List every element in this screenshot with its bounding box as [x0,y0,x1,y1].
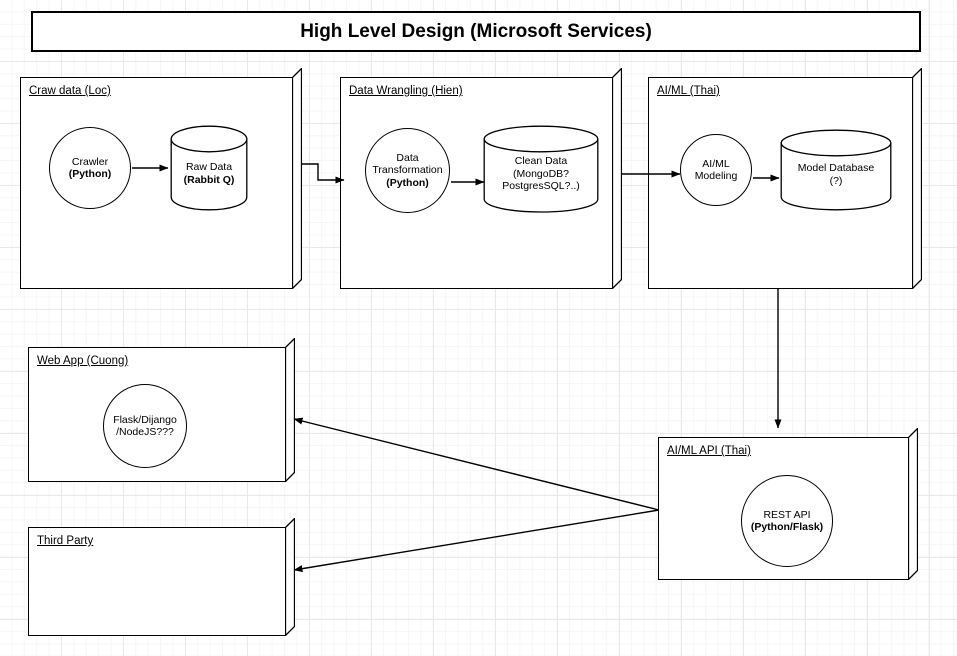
node-rest-api-label: REST API(Python/Flask) [750,508,824,534]
package-craw-data[interactable]: Craw data (Loc) Crawler(Python) Raw Data… [20,68,302,289]
node-web-framework-label: Flask/Dijango/NodeJS??? [113,413,177,439]
connector-ai-ml-api-to-web-app [293,417,660,511]
node-crawler-label: Crawler(Python) [68,155,112,181]
package-3d-side [292,68,302,289]
package-face [28,527,286,636]
package-3d-side [285,338,295,482]
package-web-app[interactable]: Web App (Cuong) Flask/Dijango/NodeJS??? [28,338,295,482]
package-label-data-wrangling: Data Wrangling (Hien) [349,85,463,97]
package-label-web-app: Web App (Cuong) [37,355,129,367]
node-crawler[interactable]: Crawler(Python) [49,127,131,209]
package-ai-ml-api[interactable]: AI/ML API (Thai) REST API(Python/Flask) [658,428,918,580]
node-clean-data-label: Clean Data(MongoDB?PostgresSQL?..) [502,155,580,192]
node-raw-data[interactable]: Raw Data(Rabbit Q) [170,125,248,211]
package-label-craw-data: Craw data (Loc) [29,85,111,97]
node-model-database[interactable]: Model Database(?) [780,129,892,213]
package-3d-side [912,68,922,289]
node-rest-api[interactable]: REST API(Python/Flask) [741,475,833,567]
package-3d-side [612,68,622,289]
node-web-framework[interactable]: Flask/Dijango/NodeJS??? [103,384,187,468]
package-label-ai-ml-api: AI/ML API (Thai) [667,445,751,457]
node-clean-data[interactable]: Clean Data(MongoDB?PostgresSQL?..) [483,125,599,215]
page-title: High Level Design (Microsoft Services) [300,20,652,42]
package-label-ai-ml: AI/ML (Thai) [657,85,720,97]
diagram-title-box: High Level Design (Microsoft Services) [31,11,921,52]
package-label-third-party: Third Party [37,535,94,547]
connector-craw-data-to-data-wrangling [302,163,345,184]
package-3d-side [908,428,918,580]
node-raw-data-label: Raw Data(Rabbit Q) [183,161,235,186]
connector-ai-ml-api-to-third-party [293,509,660,573]
package-third-party[interactable]: Third Party [28,518,295,636]
node-model-database-label: Model Database(?) [797,162,875,187]
package-3d-side [285,518,295,636]
